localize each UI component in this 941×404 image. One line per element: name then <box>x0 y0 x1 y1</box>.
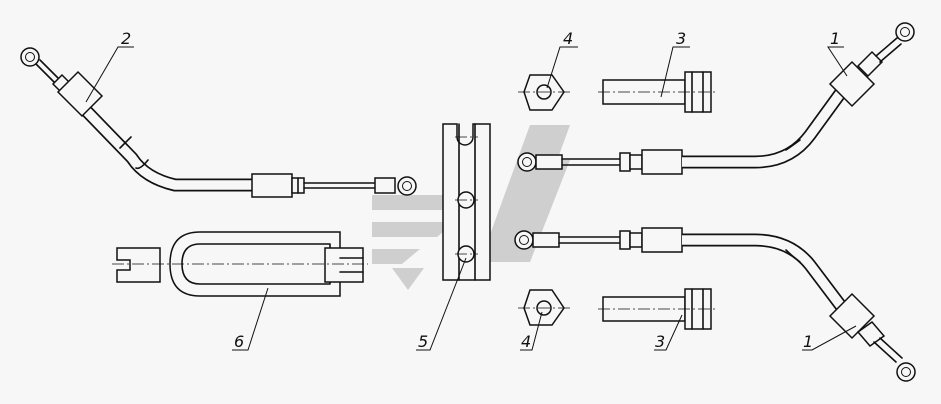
callout-3-lower: 3 <box>655 332 665 351</box>
callout-1-lower: 1 <box>803 332 813 351</box>
eye-terminal <box>517 152 537 172</box>
eye-terminal <box>20 47 40 67</box>
nut-4-upper <box>518 74 572 111</box>
callout-2: 2 <box>121 29 131 48</box>
callout-1-upper: 1 <box>830 29 840 48</box>
leader-lines <box>85 46 857 351</box>
hose-ferrule <box>56 70 104 118</box>
callout-labels: 2 1 1 3 3 4 4 5 6 <box>121 29 840 351</box>
eye-terminal <box>514 230 534 250</box>
hose-ferrule <box>828 292 876 340</box>
cable-assembly-1-upper <box>517 22 915 175</box>
eye-terminal <box>397 176 417 196</box>
callout-5: 5 <box>418 332 428 351</box>
eye-terminal <box>896 362 916 382</box>
callout-4-upper: 4 <box>563 29 573 48</box>
callout-4-lower: 4 <box>521 332 531 351</box>
fitting-3-lower <box>598 288 718 330</box>
hose-nut <box>251 173 293 198</box>
cable-assembly-2 <box>20 47 417 198</box>
hose-nut <box>641 149 683 175</box>
callout-3-upper: 3 <box>676 29 686 48</box>
bracket-plate-5 <box>442 123 491 281</box>
fitting-3-upper <box>598 71 718 113</box>
callout-6: 6 <box>234 332 244 351</box>
hose-nut <box>641 227 683 253</box>
hose-ferrule <box>828 60 876 108</box>
cable-assembly-1-lower <box>514 227 916 382</box>
nut-4-lower <box>518 289 572 326</box>
clip-6 <box>112 231 368 297</box>
eye-terminal <box>895 22 915 42</box>
